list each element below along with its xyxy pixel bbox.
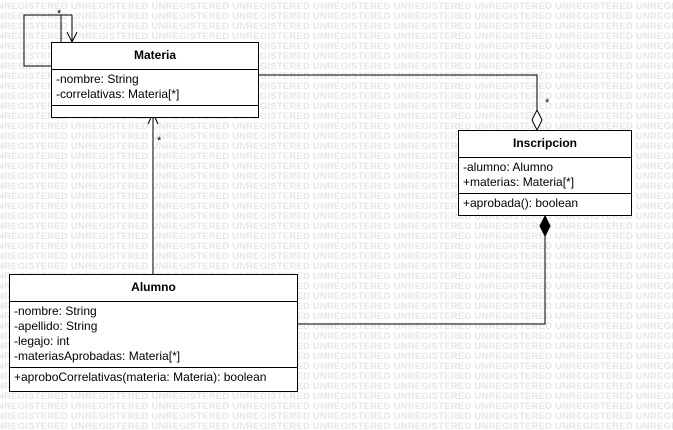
inscripcion-materia-aggregation[interactable] <box>259 74 538 110</box>
composition-diamond <box>539 214 551 238</box>
member-line: +aproboCorrelativas(materia: Materia): b… <box>14 370 267 384</box>
class-alumno-attributes: -nombre: String-apellido: String-legajo:… <box>10 302 297 368</box>
class-inscripcion-attributes: -alumno: Alumno+materias: Materia[*] <box>459 158 631 194</box>
class-materia-name: Materia <box>52 43 258 70</box>
class-alumno-name: Alumno <box>10 275 297 302</box>
member-line: -correlativas: Materia[*] <box>56 87 180 101</box>
member-line: -nombre: String <box>56 72 139 86</box>
aggregation-diamond <box>531 108 543 132</box>
member-line: +materias: Materia[*] <box>463 175 575 189</box>
member-line: -materiasAprobadas: Materia[*] <box>14 349 181 363</box>
class-inscripcion-operations: +aprobada(): boolean <box>459 194 631 215</box>
class-inscripcion-name: Inscripcion <box>459 131 631 158</box>
member-line: -legajo: int <box>14 334 70 348</box>
member-line: -nombre: String <box>14 304 97 318</box>
multiplicity-materia-self: * <box>57 8 62 20</box>
inscripcion-alumno-composition[interactable] <box>298 236 546 325</box>
class-alumno[interactable]: Alumno -nombre: String-apellido: String-… <box>9 274 298 392</box>
class-materia-operations <box>52 106 258 118</box>
multiplicity-inscripcion-materia: * <box>545 97 550 109</box>
materia-self-association[interactable] <box>23 14 62 67</box>
class-materia[interactable]: Materia -nombre: String-correlativas: Ma… <box>51 42 259 118</box>
class-alumno-operations: +aproboCorrelativas(materia: Materia): b… <box>10 368 297 389</box>
multiplicity-alumno-materia: * <box>157 135 162 147</box>
class-inscripcion[interactable]: Inscripcion -alumno: Alumno+materias: Ma… <box>458 130 632 216</box>
member-line: +aprobada(): boolean <box>463 196 579 210</box>
class-materia-attributes: -nombre: String-correlativas: Materia[*] <box>52 70 258 106</box>
member-line: -apellido: String <box>14 319 98 333</box>
member-line: -alumno: Alumno <box>463 160 554 174</box>
